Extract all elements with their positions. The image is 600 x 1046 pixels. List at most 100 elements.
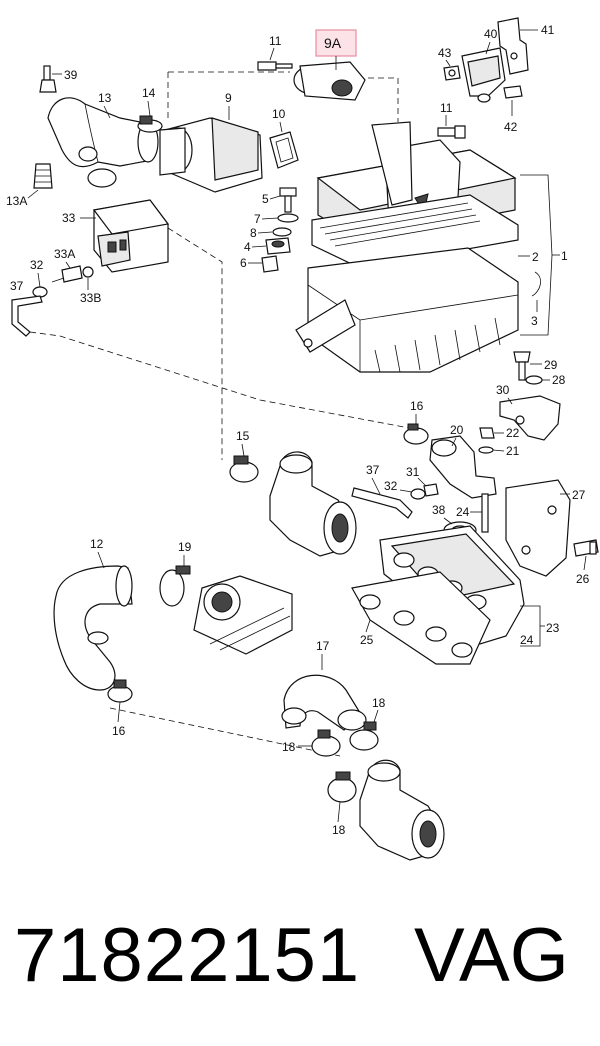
bushing-6	[261, 255, 279, 273]
callout-32-left: 32	[30, 258, 44, 272]
callout-13a: 13A	[6, 194, 27, 208]
air-mass-sensor-9a	[293, 61, 366, 101]
hose-clamp-14	[137, 115, 163, 133]
vacuum-hose-37-right	[351, 487, 413, 519]
callout-33: 33	[62, 211, 76, 225]
washer-21	[478, 446, 494, 454]
clamp-18-middle	[311, 729, 341, 757]
callout-13: 13	[98, 91, 112, 105]
callout-30: 30	[496, 383, 510, 397]
callout-37-left: 37	[10, 279, 24, 293]
bracket-30	[499, 395, 561, 441]
part-number: 71822151	[14, 913, 361, 998]
callout-39: 39	[64, 68, 78, 82]
nut-43	[443, 65, 461, 81]
callout-33a: 33A	[54, 247, 75, 261]
connector-39	[39, 65, 57, 93]
seal-33b	[82, 266, 94, 278]
callout-18-middle: 18	[282, 740, 296, 754]
callout-24-lower: 24	[520, 633, 534, 647]
plug-13a	[33, 163, 53, 189]
callout-3: 3	[531, 314, 538, 328]
callout-10: 10	[272, 107, 286, 121]
clamp-18-right	[349, 721, 379, 751]
callout-11-right: 11	[440, 101, 453, 115]
callout-9a: 9A	[324, 35, 342, 51]
callout-37-right: 37	[366, 463, 380, 477]
callout-2: 2	[532, 250, 539, 264]
boost-hose-12	[53, 565, 133, 691]
callout-9: 9	[225, 91, 232, 105]
bolt-11-right	[437, 125, 466, 139]
intercooler-connector	[193, 575, 293, 655]
callout-38: 38	[432, 503, 446, 517]
callout-18-right: 18	[372, 696, 386, 710]
callout-8: 8	[250, 226, 257, 240]
gasket-10	[269, 131, 299, 169]
callout-18-lower: 18	[332, 823, 346, 837]
brand-name: VAG	[414, 913, 569, 998]
elbow-hose-17	[281, 674, 367, 731]
turbocharger-lower	[359, 759, 445, 861]
callout-25: 25	[360, 633, 374, 647]
vacuum-hose-37-left	[11, 295, 43, 337]
air-mass-meter	[159, 117, 263, 193]
clamp-15	[229, 455, 259, 483]
callout-29: 29	[544, 358, 558, 372]
callout-14: 14	[142, 86, 156, 100]
sensor-33a	[51, 265, 83, 283]
clamp-32-right	[410, 488, 426, 500]
washer-28	[525, 375, 543, 385]
callout-16-lower: 16	[112, 724, 126, 738]
screw-42	[503, 85, 523, 99]
callout-22: 22	[506, 426, 520, 440]
callout-6: 6	[240, 256, 247, 270]
callout-15: 15	[236, 429, 250, 443]
callout-1: 1	[561, 249, 568, 263]
washer-7	[277, 213, 299, 223]
callout-4: 4	[244, 240, 251, 254]
callout-7: 7	[254, 212, 261, 226]
callout-33b: 33B	[80, 291, 101, 305]
bolt-11-top	[257, 61, 293, 71]
stud-24	[481, 493, 489, 533]
bolt-29	[513, 351, 531, 381]
grommet-4	[265, 237, 291, 255]
callout-19: 19	[178, 540, 192, 554]
callout-17: 17	[316, 639, 330, 653]
callout-16-upper: 16	[410, 399, 424, 413]
callout-41: 41	[541, 23, 555, 37]
callout-12: 12	[90, 537, 104, 551]
callout-42: 42	[504, 120, 518, 134]
clamp-18-lower	[327, 771, 357, 803]
bolt-26	[573, 539, 599, 557]
callout-5: 5	[262, 192, 269, 206]
callout-31: 31	[406, 465, 420, 479]
nut-31	[423, 483, 439, 497]
callout-26: 26	[576, 572, 590, 586]
callout-27: 27	[572, 488, 586, 502]
clamp-16-upper	[403, 423, 429, 445]
heat-shield-27	[505, 479, 571, 577]
intake-pipe-13	[47, 97, 159, 188]
control-unit-33	[92, 199, 170, 273]
flange-20	[429, 435, 497, 499]
callout-40: 40	[484, 27, 498, 41]
air-filter-housing	[295, 121, 519, 373]
callout-28: 28	[552, 373, 566, 387]
clamp-19	[159, 565, 191, 607]
nut-22	[479, 427, 495, 439]
callout-43: 43	[438, 46, 452, 60]
seal-8	[272, 227, 292, 237]
callout-11-top: 11	[269, 34, 282, 48]
exploded-parts-diagram: 1 2 3 9A 9 11 10 11	[6, 17, 599, 861]
callout-24-upper: 24	[456, 505, 470, 519]
turbocharger-upper	[269, 451, 357, 557]
highlight-9a-box	[315, 29, 357, 57]
bracket-41	[497, 17, 529, 75]
callout-23: 23	[546, 621, 560, 635]
callout-21: 21	[506, 444, 520, 458]
callout-32-right: 32	[384, 479, 398, 493]
callout-20: 20	[450, 423, 464, 437]
bolt-5	[279, 187, 297, 213]
